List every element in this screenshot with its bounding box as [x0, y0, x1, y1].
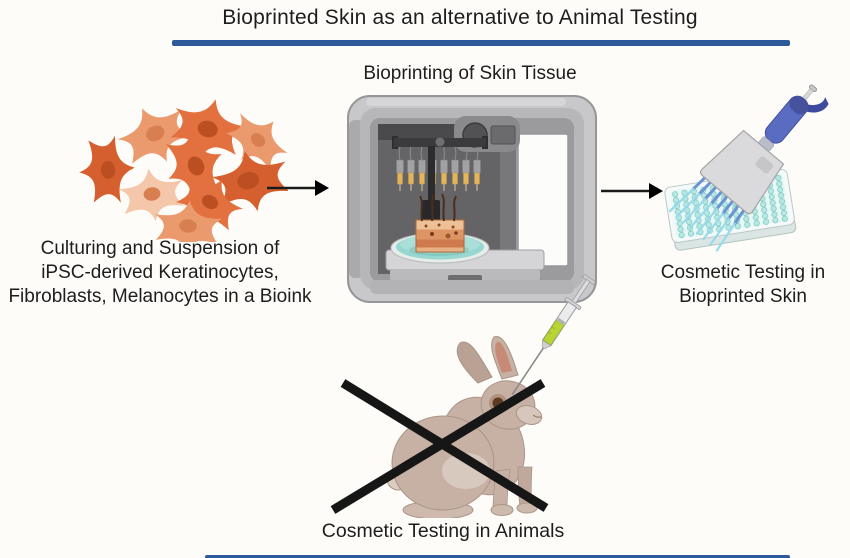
print-gantry [392, 136, 488, 149]
prohibition-cross-icon [330, 379, 549, 514]
cell [168, 164, 251, 242]
animal-testing-illustration [330, 274, 596, 518]
rabbit-inner-ear [495, 341, 512, 373]
tip-ejector [804, 97, 829, 113]
rabbit-far-ear [456, 341, 493, 384]
pipette-wellplate-illustration [664, 84, 829, 252]
title-underline [172, 40, 790, 46]
cell [153, 122, 237, 211]
caption-cosmetic-bioprinted: Cosmetic Testing in Bioprinted Skin [660, 262, 826, 308]
bottom-underline [205, 555, 790, 558]
bioprinter-illustration [347, 95, 597, 303]
cell-cluster-illustration [76, 96, 288, 242]
cell [217, 101, 288, 180]
caption-bioprinting: Bioprinting of Skin Tissue [363, 63, 577, 84]
arrow-right-icon [267, 180, 329, 196]
display-screen [490, 125, 516, 145]
rabbit-muzzle [515, 405, 543, 425]
pipette-body [699, 129, 785, 215]
multichannel-pipette [668, 84, 829, 252]
syringe-needle [511, 347, 545, 395]
cell [152, 198, 224, 242]
cell [76, 134, 138, 207]
cell [207, 143, 288, 220]
skin-tissue [415, 193, 465, 253]
syringe-icon [511, 274, 596, 395]
printer-door [517, 133, 569, 267]
page-title: Bioprinted Skin as an alternative to Ani… [222, 6, 698, 29]
caption-culturing: Culturing and Suspension of iPSC-derived… [8, 238, 312, 308]
syringe-liquid [542, 320, 565, 346]
cell [164, 96, 251, 169]
arrow-right-icon [601, 183, 663, 199]
caption-cosmetic-animals: Cosmetic Testing in Animals [321, 520, 565, 542]
cell [110, 96, 199, 177]
cell [116, 164, 188, 226]
hair-strands [419, 193, 457, 222]
